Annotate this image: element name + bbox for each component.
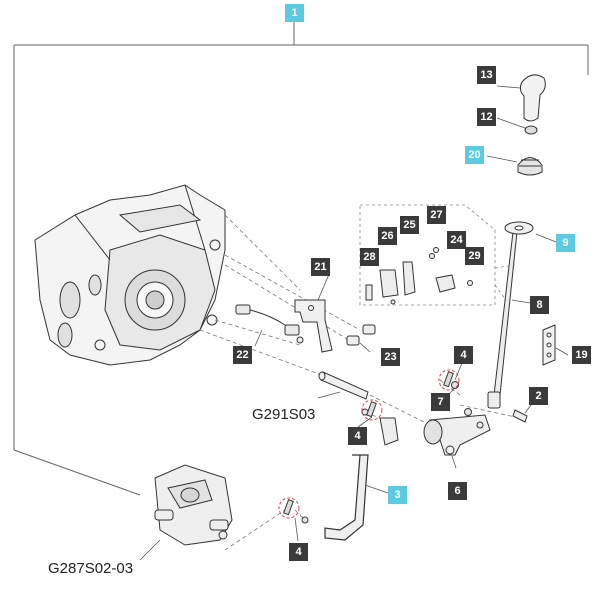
assembly-bracket [13, 22, 589, 496]
dashed-leaders [199, 214, 521, 551]
bushing-part-23 [346, 324, 376, 346]
cable-part-22 [235, 304, 304, 344]
boot-part-20 [517, 157, 543, 176]
shaft-part [318, 371, 369, 400]
callout-7: 7 [431, 393, 450, 411]
callout-3: 3 [388, 486, 407, 504]
callout-12: 12 [477, 108, 496, 126]
callout-22: 22 [233, 346, 252, 364]
callout-24: 24 [447, 231, 466, 249]
callout-21: 21 [311, 258, 330, 276]
highlighted-screws [283, 371, 454, 516]
callout-4-middle: 4 [348, 427, 367, 445]
gearbox-leader [139, 539, 161, 561]
callout-25: 25 [400, 216, 419, 234]
callout-9: 9 [556, 234, 575, 252]
gearbox-assembly [154, 464, 233, 546]
callout-13: 13 [477, 66, 496, 84]
callout-20: 20 [465, 146, 484, 164]
callout-27: 27 [427, 206, 446, 224]
lever-rod-part-8 [487, 231, 518, 409]
callout-leaders [254, 85, 569, 542]
callout-4-upper: 4 [454, 346, 473, 364]
gate-plate-part-19 [542, 324, 556, 366]
knob-part-13 [519, 74, 546, 122]
callout-19: 19 [572, 346, 591, 364]
bolt-part-2 [512, 409, 528, 423]
bracket-part-21 [294, 299, 333, 353]
shift-rod-part-3 [324, 454, 369, 541]
callout-2: 2 [529, 387, 548, 405]
callout-1: 1 [285, 4, 304, 22]
callout-28: 28 [360, 248, 379, 266]
callout-4-lower: 4 [289, 543, 308, 561]
subkit-parts [365, 247, 473, 305]
lever-assembly-part-6 [423, 414, 491, 456]
fork-part [379, 417, 399, 446]
highlight-circles [278, 369, 460, 519]
callout-26: 26 [378, 227, 397, 245]
ring-part-12 [524, 125, 538, 135]
callout-29: 29 [465, 247, 484, 265]
reference-label-gearbox: G287S02-03 [48, 560, 134, 577]
reference-label-shaft: G291S03 [252, 406, 316, 423]
subkit-dashed-box [359, 204, 516, 306]
transmission-housing [34, 184, 226, 366]
callout-6: 6 [448, 482, 467, 500]
washer-part-9 [504, 221, 534, 235]
callout-23: 23 [381, 348, 400, 366]
callout-8: 8 [530, 296, 549, 314]
